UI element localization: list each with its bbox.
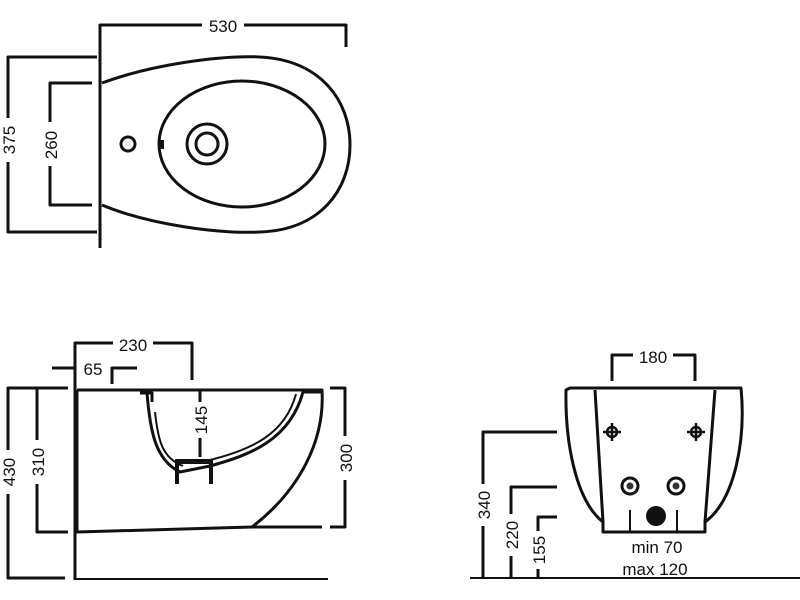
dim-label-310: 310 [29, 448, 48, 476]
waste-outlet [175, 459, 213, 484]
bowl-rim [157, 79, 327, 209]
fixing-bolt-right-icon [687, 423, 705, 441]
min-label: min 70 [631, 538, 682, 557]
bowl-outer-wall [140, 390, 322, 474]
dim-label-155: 155 [530, 536, 549, 564]
dimension-340 [481, 430, 557, 578]
dim-label-65: 65 [84, 360, 103, 379]
dim-label-230: 230 [119, 336, 147, 355]
dim-label-145: 145 [192, 406, 211, 434]
drain-inner [194, 131, 220, 157]
waste-pipe [646, 506, 666, 526]
range-ticks [629, 510, 678, 532]
dim-label-430: 430 [0, 458, 19, 486]
side-view: 230 65 430 310 300 145 [0, 334, 356, 580]
dim-label-530: 530 [209, 17, 237, 36]
inner-panel [593, 389, 717, 523]
overflow-notch [160, 140, 164, 149]
dim-label-260: 260 [42, 131, 61, 159]
dim-label-220: 220 [503, 521, 522, 549]
tap-hole [119, 135, 137, 153]
drain-outer [185, 122, 229, 166]
dim-label-340: 340 [475, 491, 494, 519]
dim-label-375: 375 [0, 126, 19, 154]
supply-left [620, 476, 640, 496]
front-view: 180 min 70 max 120 340 220 155 [470, 346, 800, 579]
bidet-front-outline [564, 386, 744, 534]
supply-right [666, 476, 686, 496]
bowl-outline [101, 55, 352, 234]
fixing-bolt-left-icon [603, 423, 621, 441]
supply-left-core [626, 482, 634, 490]
body-outline [75, 388, 324, 534]
bowl-inner-wall [154, 393, 297, 467]
dim-label-300: 300 [337, 444, 356, 472]
supply-right-core [672, 482, 680, 490]
dim-label-180: 180 [639, 348, 667, 367]
dimension-65 [52, 366, 137, 384]
max-label: max 120 [622, 560, 687, 579]
top-view: 530 375 260 [0, 15, 352, 248]
